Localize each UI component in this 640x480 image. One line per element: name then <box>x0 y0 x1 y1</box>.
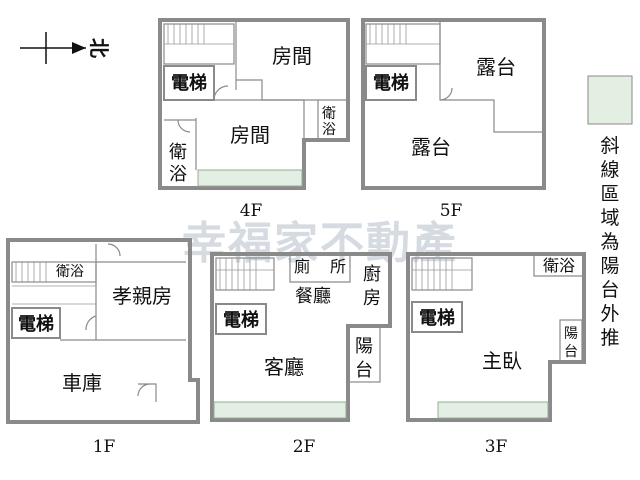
floor-5f-elevator-box <box>365 65 417 101</box>
floor-2f-balcony-label-2: 台 <box>355 360 373 381</box>
floor-5f: 電梯 露台 露台 5F <box>361 18 546 221</box>
floor-4f-room-mid-wall <box>195 99 305 170</box>
floor-1f-walls <box>60 244 186 341</box>
floor-3f: 衛浴 電梯 主臥 陽 台 3F <box>406 252 586 457</box>
watermark-text: 幸福家不動產 <box>182 218 458 269</box>
floor-1f-outline <box>6 238 200 424</box>
legend-char: 斜 <box>600 135 619 157</box>
floor-4f-room-top-wall <box>236 79 348 101</box>
floor-5f-terrace-top-label: 露台 <box>476 55 516 79</box>
floor-4f-balcony-extension <box>197 169 303 187</box>
floor-1f-elevator-label: 電梯 <box>18 313 54 335</box>
floor-4f: 電梯 房間 房間 衛 浴 衛 浴 4F <box>158 18 350 221</box>
floor-3f-balcony-label-1: 陽 <box>564 326 578 342</box>
floor-2f-toilet-label-1: 廁 <box>294 257 310 276</box>
floor-3f-bath-wall <box>533 254 584 277</box>
legend-char: 域 <box>600 207 619 229</box>
floor-4f-elevator-label: 電梯 <box>171 72 207 94</box>
floor-5f-terrace-divider <box>439 20 544 133</box>
floor-3f-label: 3F <box>485 437 508 457</box>
floor-1f-bath-label: 衛浴 <box>56 264 84 280</box>
floor-2f-living-label: 客廳 <box>264 355 304 379</box>
legend-char: 外 <box>600 303 619 325</box>
floor-5f-elevator-label: 電梯 <box>373 72 409 94</box>
floor-3f-elevator-label: 電梯 <box>419 307 455 329</box>
floor-2f-label: 2F <box>293 437 316 457</box>
floor-2f: 廁 所 廚 房 餐廳 電梯 客廳 陽 台 2F <box>210 252 392 457</box>
floor-2f-balcony-extension <box>213 401 347 419</box>
compass-north-label: 北 <box>87 38 111 58</box>
floor-2f-stair <box>215 257 275 291</box>
floor-2f-toilet-wall <box>289 254 351 283</box>
floor-2f-elevator-box <box>215 303 267 335</box>
floor-5f-label: 5F <box>440 201 463 221</box>
floor-5f-terrace-mid-label: 露台 <box>411 135 451 159</box>
floor-2f-balcony-box <box>347 325 381 383</box>
floor-3f-balcony-label-2: 台 <box>564 344 578 360</box>
floor-2f-kitchen-label-1: 廚 <box>363 263 381 285</box>
floor-5f-outline <box>361 18 546 190</box>
compass: 北 <box>20 32 111 64</box>
legend-char: 台 <box>600 279 619 301</box>
floor-2f-elevator-label: 電梯 <box>223 309 259 331</box>
floor-4f-bath-left-label-2: 浴 <box>169 164 187 185</box>
floor-2f-toilet-label-2: 所 <box>330 257 346 276</box>
floor-3f-elevator-box <box>411 301 463 333</box>
floor-1f-elevator-box <box>11 307 61 339</box>
legend-swatch <box>587 75 633 125</box>
legend-char: 推 <box>600 327 619 349</box>
floor-4f-bath-left-label-1: 衛 <box>169 142 187 163</box>
floor-3f-bath-label: 衛浴 <box>543 256 575 275</box>
legend-char: 陽 <box>600 255 619 277</box>
floor-1f: 衛浴 孝親房 電梯 車庫 1F <box>6 238 200 457</box>
legend-char: 區 <box>600 183 619 205</box>
floor-1f-label: 1F <box>93 437 116 457</box>
floor-4f-room-mid-label: 房間 <box>230 123 270 147</box>
floor-3f-master-label: 主臥 <box>482 349 522 373</box>
floor-2f-dining-label: 餐廳 <box>295 286 331 307</box>
floor-3f-balcony-extension <box>437 401 549 419</box>
floor-4f-room-top-label: 房間 <box>272 44 312 68</box>
floor-4f-bath-right-label-2: 浴 <box>322 122 336 138</box>
compass-arrow-head-icon <box>72 42 86 54</box>
floor-2f-kitchen-label-2: 房 <box>363 288 381 309</box>
floor-3f-balcony-box <box>559 319 583 363</box>
legend-char: 為 <box>600 231 619 253</box>
legend-char: 線 <box>600 159 619 181</box>
floor-3f-stair <box>411 257 473 291</box>
floor-4f-elevator-box <box>163 65 215 101</box>
floor-2f-balcony-label-1: 陽 <box>355 336 373 357</box>
floor-1f-garage-label: 車庫 <box>62 371 102 395</box>
floor-4f-label: 4F <box>240 201 263 221</box>
floor-4f-bath-right-label-1: 衛 <box>322 106 336 122</box>
floor-1f-elder-room-label: 孝親房 <box>112 284 172 308</box>
floor-3f-outline <box>406 252 586 422</box>
floor-4f-outline <box>158 18 350 190</box>
